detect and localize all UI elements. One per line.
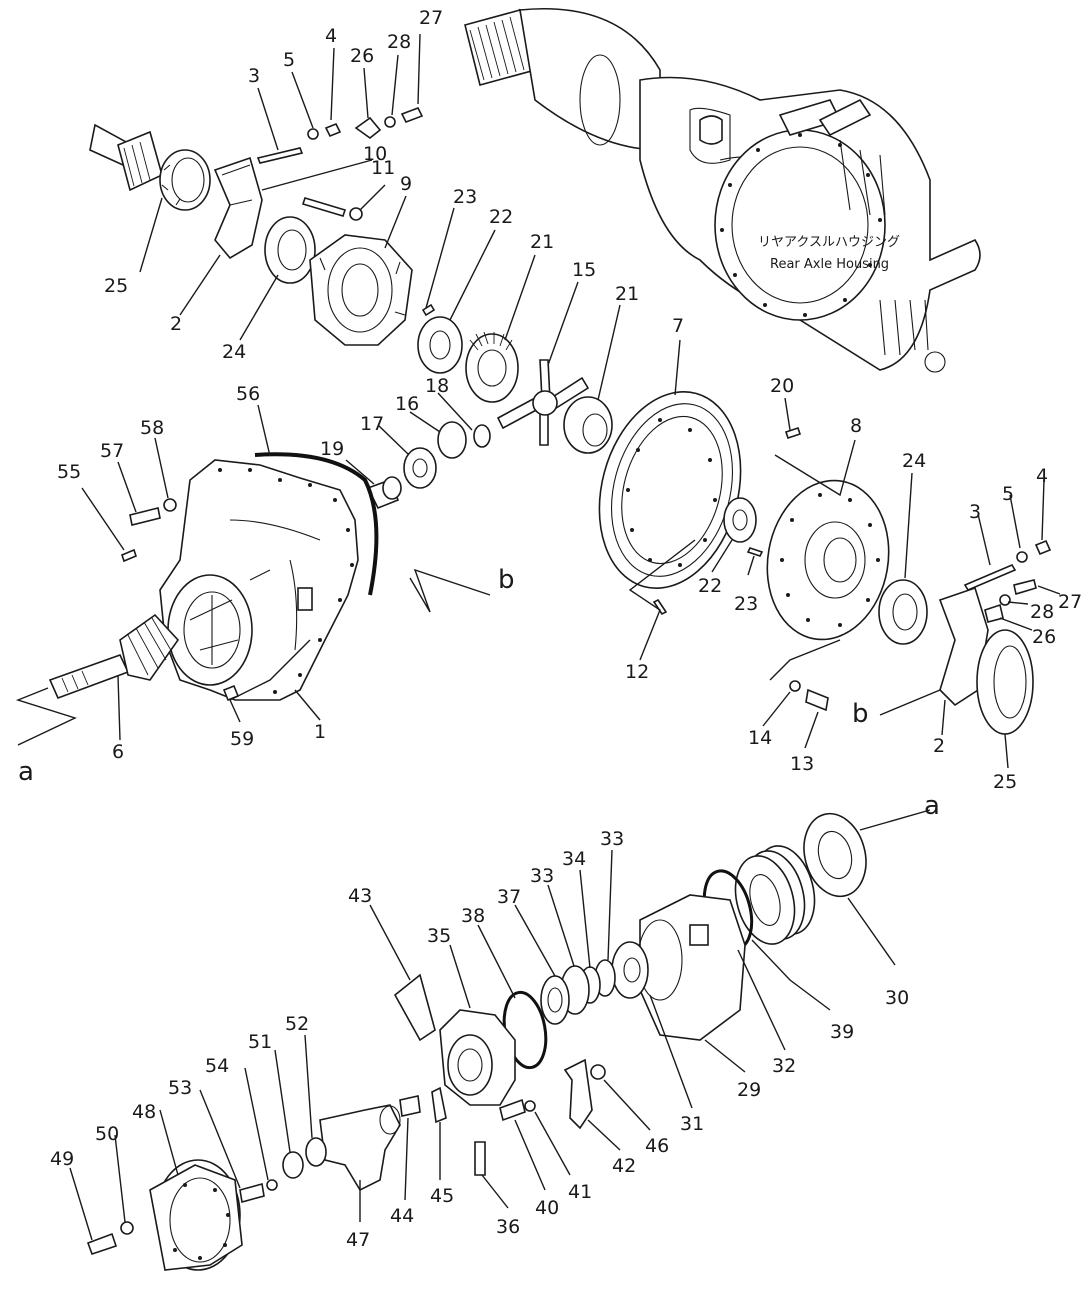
callout-label: 13	[790, 753, 814, 775]
differential-gears	[366, 303, 613, 510]
callout-label: 44	[390, 1205, 414, 1227]
callout-label: 28	[1030, 601, 1054, 623]
callout-label: 58	[140, 417, 164, 439]
flow-marker-b: b	[852, 699, 869, 729]
callout-label: 18	[425, 375, 449, 397]
callout-label: 30	[885, 987, 909, 1009]
callout-label: 1	[314, 721, 326, 743]
callout-label: 29	[737, 1079, 761, 1101]
callout-label: 27	[1058, 591, 1082, 613]
callout-label: 33	[600, 828, 624, 850]
callout-label: 16	[395, 393, 419, 415]
callout-label: 34	[562, 848, 586, 870]
callout-label: 15	[572, 259, 596, 281]
callout-label: 32	[772, 1055, 796, 1077]
callout-label: 5	[283, 49, 295, 71]
ring-gear	[598, 391, 802, 616]
callout-label: 17	[360, 413, 384, 435]
callout-label: 28	[387, 31, 411, 53]
callout-label: 2	[170, 313, 182, 335]
flow-markers: a b b a	[18, 565, 940, 821]
callout-label: 26	[350, 45, 374, 67]
carrier-housing	[48, 452, 379, 702]
callout-label: 59	[230, 728, 254, 750]
callout-label: 9	[400, 173, 412, 195]
callout-label: 21	[615, 283, 639, 305]
callout-label: 42	[612, 1155, 636, 1177]
callout-label: 45	[430, 1185, 454, 1207]
callout-label: 39	[830, 1021, 854, 1043]
callout-label: 35	[427, 925, 451, 947]
callout-label: 43	[348, 885, 372, 907]
callout-label: 8	[850, 415, 862, 437]
callout-label: 33	[530, 865, 554, 887]
callout-label: 49	[50, 1148, 74, 1170]
callout-label: 46	[645, 1135, 669, 1157]
callout-label: 51	[248, 1031, 272, 1053]
callout-label: 4	[325, 25, 337, 47]
flow-marker-a: a	[924, 791, 940, 821]
callout-label: 41	[568, 1181, 592, 1203]
callout-label: 54	[205, 1055, 229, 1077]
pinion-carrier-assembly	[86, 812, 867, 1271]
callout-label: 24	[902, 450, 926, 472]
callout-numbers: 27 28 26 4 5 3 10 11 9 23 22 21 15 21 25…	[50, 7, 1082, 1251]
callout-label: 36	[496, 1216, 520, 1238]
callout-label: 48	[132, 1101, 156, 1123]
housing-label-jp: リヤアクスルハウジング	[758, 235, 900, 250]
bearing-cap-assembly-left	[89, 106, 424, 346]
callout-label: 22	[698, 575, 722, 597]
callout-label: 20	[770, 375, 794, 397]
flow-marker-b: b	[498, 565, 515, 595]
callout-label: 31	[680, 1113, 704, 1135]
callout-label: 10	[363, 143, 387, 165]
callout-label: 11	[371, 157, 395, 179]
callout-label: 23	[453, 186, 477, 208]
callout-label: 6	[112, 741, 124, 763]
callout-label: 52	[285, 1013, 309, 1035]
callout-label: 24	[222, 341, 246, 363]
callout-label: 38	[461, 905, 485, 927]
callout-label: 55	[57, 461, 81, 483]
callout-label: 22	[489, 206, 513, 228]
callout-label: 5	[1002, 483, 1014, 505]
callout-label: 7	[672, 315, 684, 337]
callout-label: 50	[95, 1123, 119, 1145]
housing-label-en: Rear Axle Housing	[770, 257, 889, 272]
callout-label: 27	[419, 7, 443, 29]
callout-label: 2	[933, 735, 945, 757]
leader-lines	[15, 33, 1061, 1241]
callout-label: 4	[1036, 465, 1048, 487]
diff-case-right	[766, 479, 1052, 735]
callout-label: 37	[497, 886, 521, 908]
callout-label: 14	[748, 727, 772, 749]
callout-label: 25	[104, 275, 128, 297]
callout-label: 21	[530, 231, 554, 253]
callout-label: 53	[168, 1077, 192, 1099]
callout-label: 3	[969, 501, 981, 523]
rear-axle-housing: リヤアクスルハウジング Rear Axle Housing	[464, 7, 981, 373]
flow-marker-a: a	[18, 757, 34, 787]
callout-label: 12	[625, 661, 649, 683]
callout-label: 47	[346, 1229, 370, 1251]
callout-label: 56	[236, 383, 260, 405]
callout-label: 19	[320, 438, 344, 460]
callout-label: 40	[535, 1197, 559, 1219]
callout-label: 25	[993, 771, 1017, 793]
callout-label: 23	[734, 593, 758, 615]
callout-label: 3	[248, 65, 260, 87]
callout-label: 26	[1032, 626, 1056, 648]
callout-label: 57	[100, 440, 124, 462]
